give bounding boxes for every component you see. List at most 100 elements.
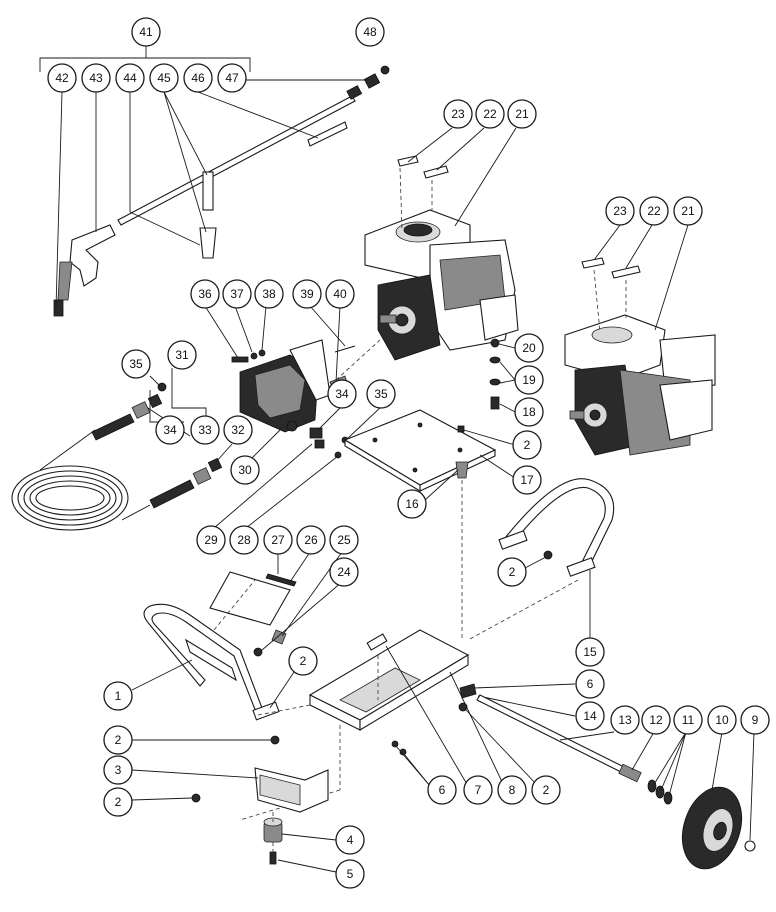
svg-text:31: 31 [175, 348, 189, 362]
callout-34-right: 34 [327, 379, 357, 409]
svg-text:48: 48 [363, 25, 377, 39]
callout-21-right: 21 [673, 196, 703, 226]
callout-13: 13 [610, 705, 640, 735]
callout-19: 19 [514, 365, 544, 395]
callout-18: 18 [514, 397, 544, 427]
callouts: 41 48 42 43 44 45 46 47 23 22 21 23 22 2… [47, 17, 770, 889]
svg-text:35: 35 [129, 357, 143, 371]
svg-text:13: 13 [618, 713, 632, 727]
svg-text:41: 41 [139, 25, 153, 39]
engine-alternate [564, 224, 716, 456]
callout-46: 46 [183, 63, 213, 93]
callout-38: 38 [254, 279, 284, 309]
svg-text:34: 34 [335, 387, 349, 401]
svg-text:29: 29 [204, 533, 218, 547]
callout-2-handle: 2 [497, 557, 527, 587]
callout-37: 37 [222, 279, 252, 309]
handle-left [131, 551, 343, 721]
callout-24: 24 [329, 557, 359, 587]
svg-text:30: 30 [238, 463, 252, 477]
svg-text:8: 8 [509, 783, 516, 797]
callout-8: 8 [497, 775, 527, 805]
handle-right [467, 478, 615, 641]
callout-42: 42 [47, 63, 77, 93]
callout-9: 9 [740, 705, 770, 735]
svg-text:43: 43 [89, 71, 103, 85]
callout-29: 29 [196, 525, 226, 555]
svg-text:18: 18 [522, 405, 536, 419]
callout-28: 28 [229, 525, 259, 555]
callout-26: 26 [296, 525, 326, 555]
svg-text:19: 19 [522, 373, 536, 387]
callout-20: 20 [514, 333, 544, 363]
callout-43: 43 [81, 63, 111, 93]
svg-text:26: 26 [304, 533, 318, 547]
svg-text:45: 45 [157, 71, 171, 85]
callout-2-foot-top: 2 [103, 725, 133, 755]
svg-text:17: 17 [520, 473, 534, 487]
pump-assembly [204, 305, 383, 529]
svg-text:24: 24 [337, 565, 351, 579]
svg-text:22: 22 [483, 107, 497, 121]
callout-4: 4 [335, 825, 365, 855]
callout-44: 44 [115, 63, 145, 93]
callout-25: 25 [329, 525, 359, 555]
svg-text:15: 15 [583, 645, 597, 659]
callout-22-right: 22 [639, 196, 669, 226]
callout-36: 36 [190, 279, 220, 309]
svg-text:44: 44 [123, 71, 137, 85]
svg-text:3: 3 [115, 763, 122, 777]
svg-text:22: 22 [647, 204, 661, 218]
svg-text:2: 2 [115, 795, 122, 809]
svg-text:2: 2 [524, 438, 531, 452]
svg-text:2: 2 [509, 565, 516, 579]
callout-35-left: 35 [121, 349, 151, 379]
callout-3: 3 [103, 755, 133, 785]
callout-7: 7 [463, 775, 493, 805]
svg-text:25: 25 [337, 533, 351, 547]
callout-5: 5 [335, 859, 365, 889]
svg-text:27: 27 [271, 533, 285, 547]
svg-text:35: 35 [374, 387, 388, 401]
svg-text:23: 23 [613, 204, 627, 218]
svg-text:42: 42 [55, 71, 69, 85]
svg-text:47: 47 [225, 71, 239, 85]
svg-text:7: 7 [475, 783, 482, 797]
svg-text:23: 23 [451, 107, 465, 121]
svg-text:2: 2 [543, 783, 550, 797]
svg-text:37: 37 [230, 287, 244, 301]
callout-2-left: 2 [288, 646, 318, 676]
callout-34-left: 34 [155, 415, 185, 445]
svg-text:14: 14 [583, 709, 597, 723]
callout-14: 14 [575, 701, 605, 731]
callout-6-bottom: 6 [427, 775, 457, 805]
callout-39: 39 [292, 279, 322, 309]
svg-text:39: 39 [300, 287, 314, 301]
svg-text:40: 40 [333, 287, 347, 301]
svg-text:12: 12 [649, 713, 663, 727]
engine-upper [364, 127, 519, 413]
svg-text:2: 2 [300, 654, 307, 668]
callout-2-foot-bottom: 2 [103, 787, 133, 817]
svg-text:10: 10 [715, 713, 729, 727]
callout-21-upper: 21 [507, 99, 537, 129]
callout-17: 17 [512, 465, 542, 495]
svg-text:4: 4 [347, 833, 354, 847]
callout-12: 12 [641, 705, 671, 735]
callout-32: 32 [223, 415, 253, 445]
svg-text:46: 46 [191, 71, 205, 85]
callout-22-upper: 22 [475, 99, 505, 129]
mounting-plate [343, 409, 516, 640]
svg-text:33: 33 [198, 423, 212, 437]
callout-47: 47 [217, 63, 247, 93]
axle-wheel [476, 694, 756, 870]
svg-text:1: 1 [115, 689, 122, 703]
callout-45: 45 [149, 63, 179, 93]
svg-text:11: 11 [682, 713, 695, 727]
svg-text:5: 5 [347, 867, 354, 881]
callout-23-right: 23 [605, 196, 635, 226]
svg-text:20: 20 [522, 341, 536, 355]
callout-11: 11 [673, 705, 703, 735]
svg-text:36: 36 [198, 287, 212, 301]
